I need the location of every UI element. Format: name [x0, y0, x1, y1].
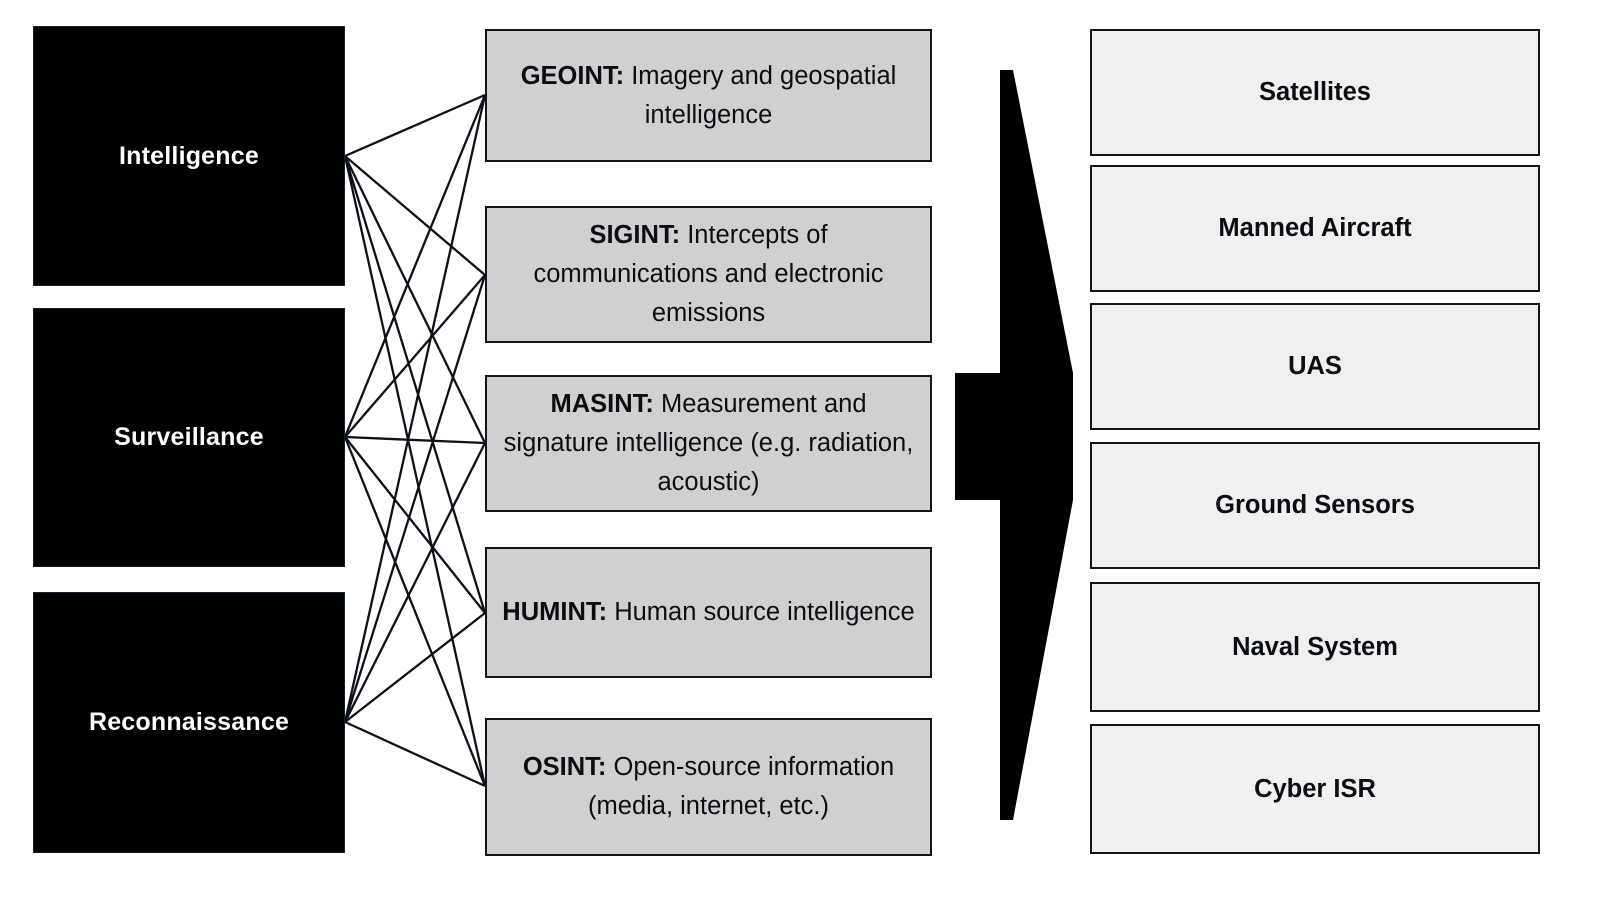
platform-label: Satellites	[1259, 78, 1371, 106]
platform-label: Manned Aircraft	[1218, 214, 1412, 242]
intelligence-acronym: OSINT:	[522, 753, 607, 782]
discipline-box-surveillance[interactable]: Surveillance	[33, 308, 345, 567]
platform-label: Ground Sensors	[1215, 491, 1415, 519]
intelligence-description: Imagery and geospatial intelligence	[624, 61, 897, 129]
intelligence-description: Human source intelligence	[607, 598, 915, 627]
right-arrow-icon	[955, 70, 1073, 820]
discipline-box-reconnaissance[interactable]: Reconnaissance	[33, 592, 345, 853]
intelligence-text: MASINT: Measurement and signature intell…	[501, 385, 916, 501]
platform-box-satellites[interactable]: Satellites	[1090, 29, 1540, 156]
intelligence-box-geoint[interactable]: GEOINT: Imagery and geospatial intellige…	[485, 29, 932, 162]
platform-box-naval-system[interactable]: Naval System	[1090, 582, 1540, 712]
platform-box-uas[interactable]: UAS	[1090, 303, 1540, 430]
intelligence-acronym: GEOINT:	[520, 61, 625, 90]
platform-label: UAS	[1288, 352, 1342, 380]
intelligence-text: SIGINT: Intercepts of communications and…	[501, 216, 916, 332]
discipline-label: Surveillance	[114, 423, 264, 451]
intelligence-description: Open-source information (media, internet…	[588, 753, 895, 820]
discipline-box-intelligence[interactable]: Intelligence	[33, 26, 345, 286]
discipline-label: Reconnaissance	[88, 708, 290, 736]
intelligence-description: Intercepts of communications and electro…	[533, 221, 884, 327]
platform-label: Naval System	[1232, 632, 1398, 661]
platform-label: Cyber ISR	[1254, 774, 1376, 803]
intelligence-text: HUMINT: Human source intelligence	[502, 593, 914, 632]
platform-box-cyber-isr[interactable]: Cyber ISR	[1090, 724, 1540, 854]
platform-box-ground-sensors[interactable]: Ground Sensors	[1090, 442, 1540, 569]
discipline-label: Intelligence	[119, 141, 259, 170]
intelligence-box-osint[interactable]: OSINT: Open-source information (media, i…	[485, 718, 932, 856]
platform-box-manned-aircraft[interactable]: Manned Aircraft	[1090, 165, 1540, 292]
intelligence-description: Measurement and signature intelligence (…	[503, 390, 914, 496]
intelligence-text: OSINT: Open-source information (media, i…	[501, 748, 916, 826]
intelligence-acronym: HUMINT:	[502, 598, 608, 627]
intelligence-box-masint[interactable]: MASINT: Measurement and signature intell…	[485, 375, 932, 512]
intelligence-box-sigint[interactable]: SIGINT: Intercepts of communications and…	[485, 206, 932, 343]
intelligence-acronym: MASINT:	[550, 390, 654, 419]
intelligence-text: GEOINT: Imagery and geospatial intellige…	[501, 57, 916, 135]
intelligence-box-humint[interactable]: HUMINT: Human source intelligence	[485, 547, 932, 678]
intelligence-acronym: SIGINT:	[589, 221, 681, 250]
